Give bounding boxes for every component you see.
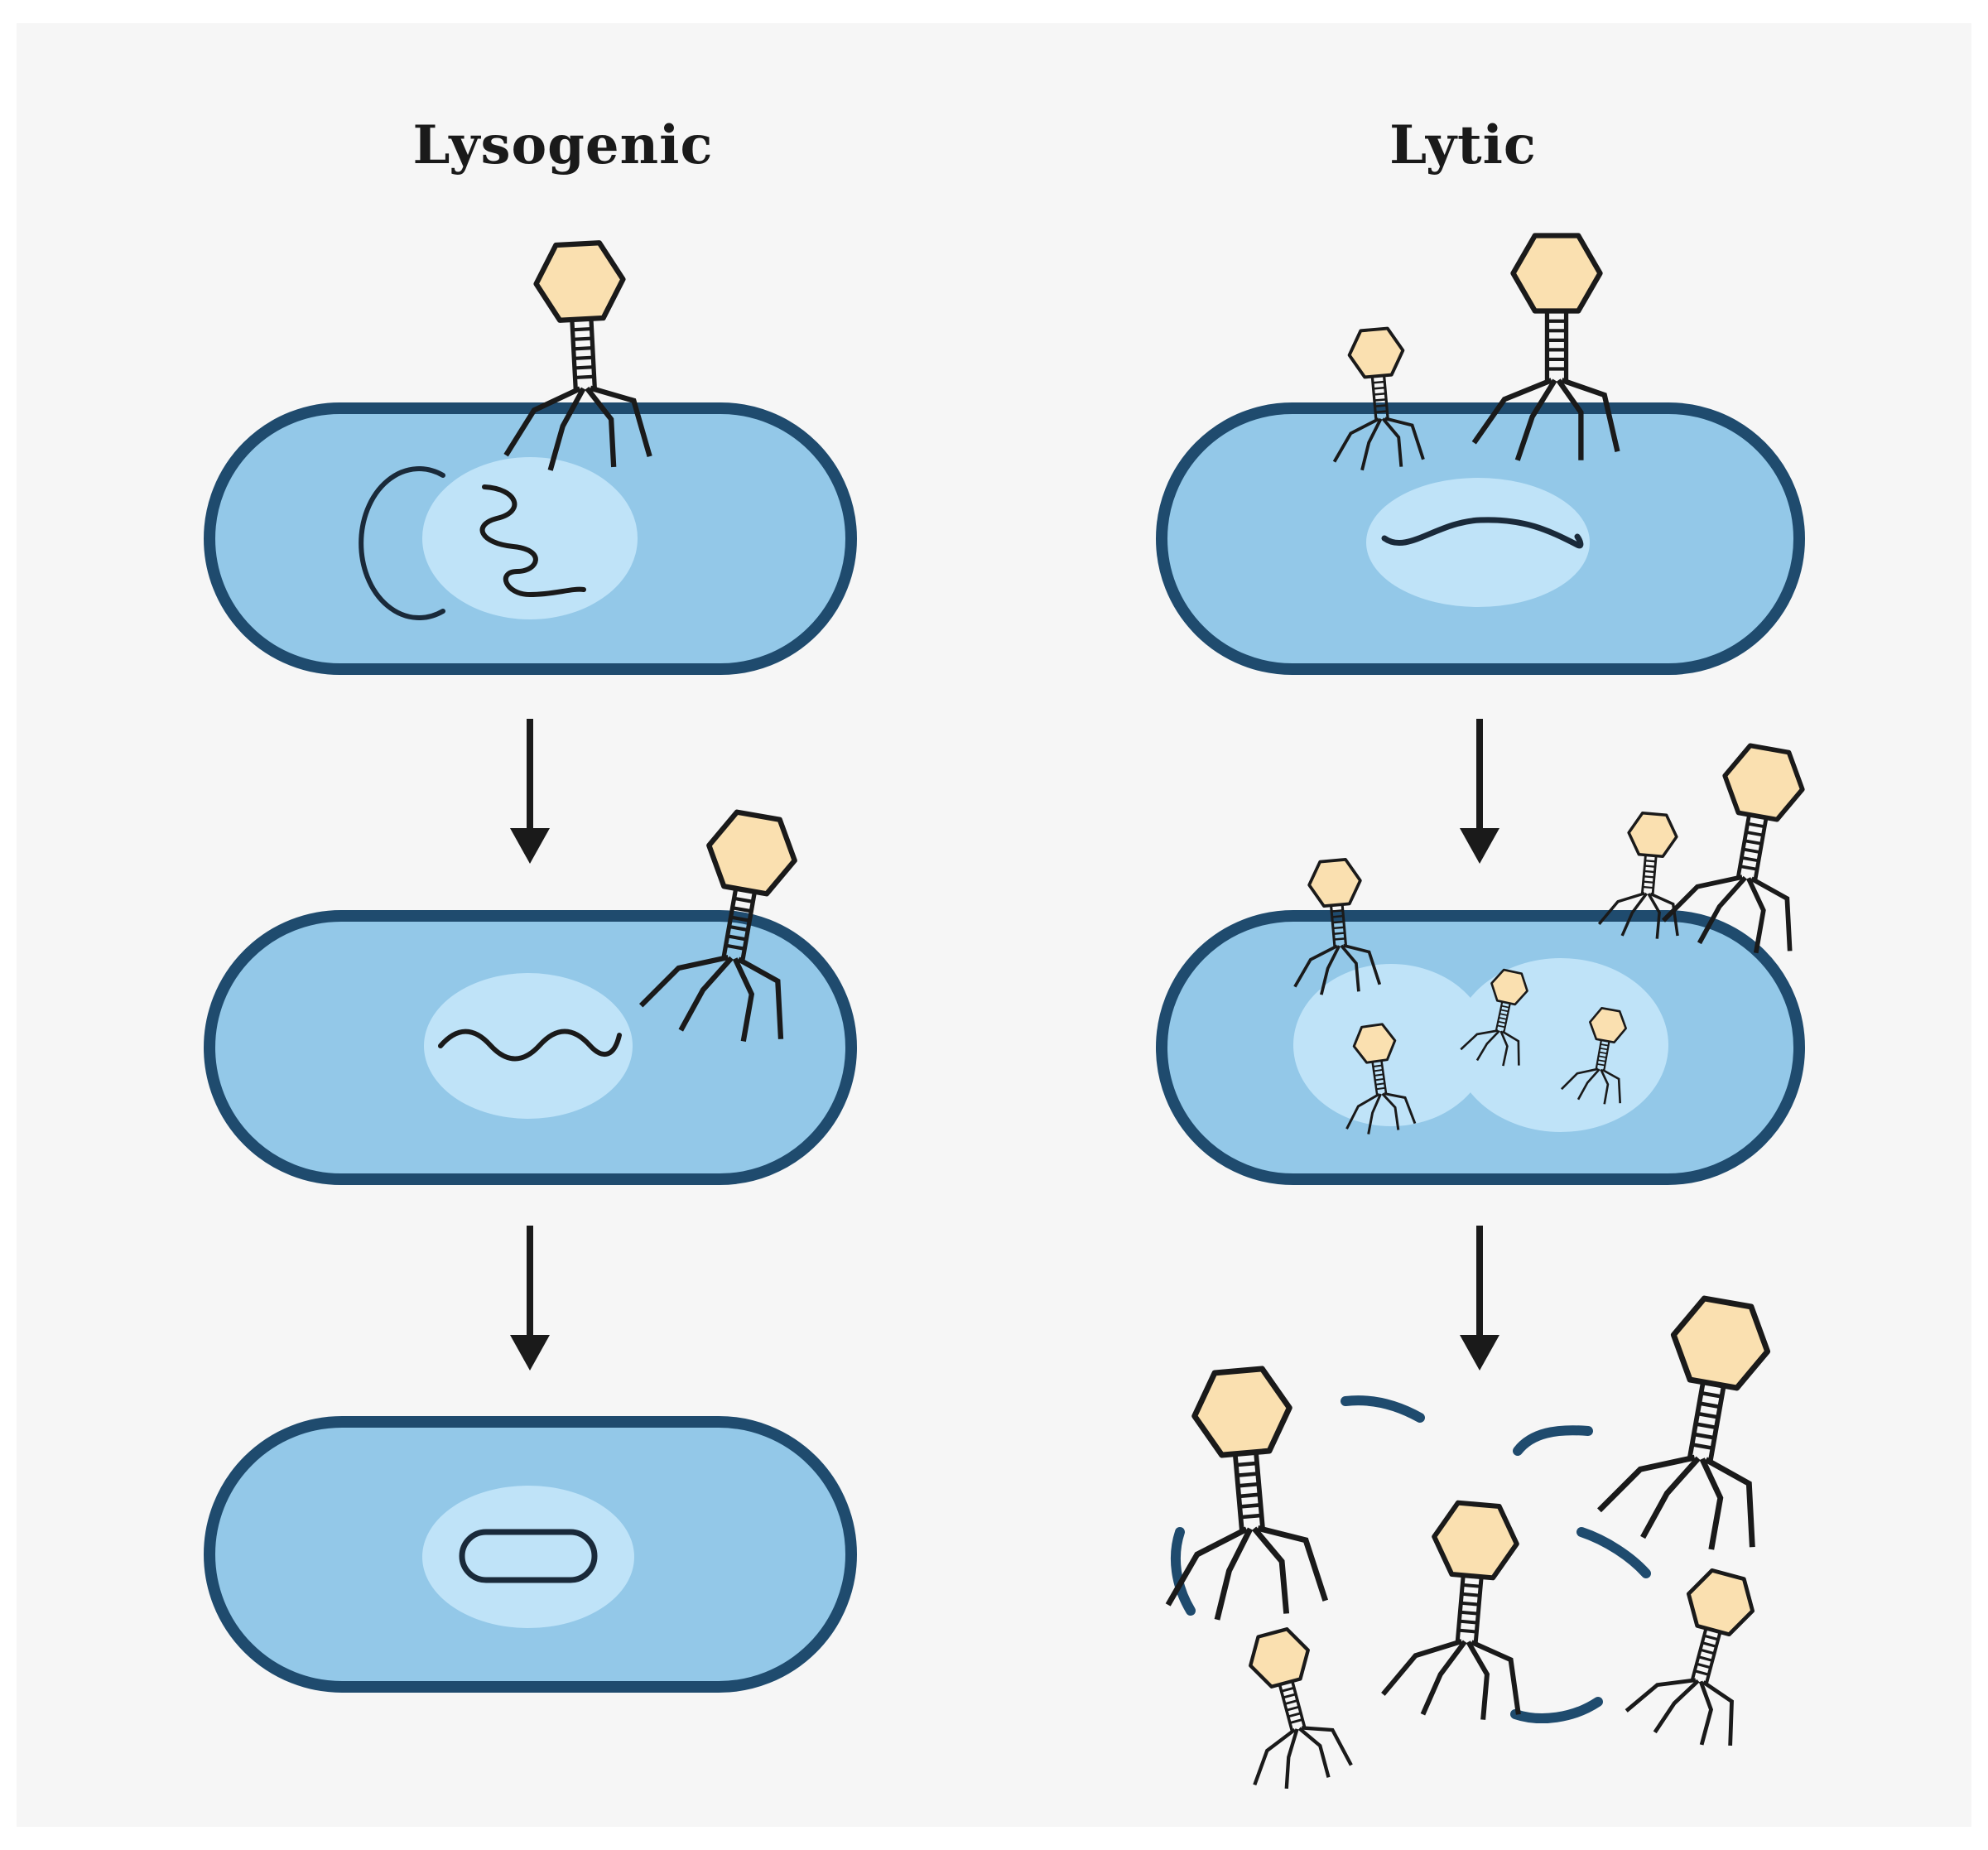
arrowhead-icon (510, 1335, 550, 1371)
nucleoid (422, 457, 638, 619)
phage-icon (1218, 1622, 1353, 1796)
arrowhead-icon (1460, 1335, 1499, 1371)
nucleoid (422, 1486, 634, 1628)
circularizing-dna (359, 466, 445, 620)
nucleoid (424, 973, 633, 1119)
phage-icon (1596, 1287, 1793, 1556)
arrowhead-icon (1460, 828, 1499, 864)
lysed-cell-fragments (1170, 1395, 1651, 1723)
phage-icon (1623, 1559, 1773, 1752)
lysogenic-title: Lysogenic (412, 114, 714, 176)
phage-icon (1382, 1498, 1537, 1723)
phage-dna-wiggle (479, 484, 586, 598)
arrowhead-icon (510, 828, 550, 864)
nucleoid (1366, 478, 1590, 607)
integrated-dna-wave (438, 1029, 622, 1062)
phage-dna-injected (1381, 517, 1584, 549)
prophage-plasmid (459, 1529, 598, 1583)
lytic-title: Lytic (1389, 114, 1537, 176)
